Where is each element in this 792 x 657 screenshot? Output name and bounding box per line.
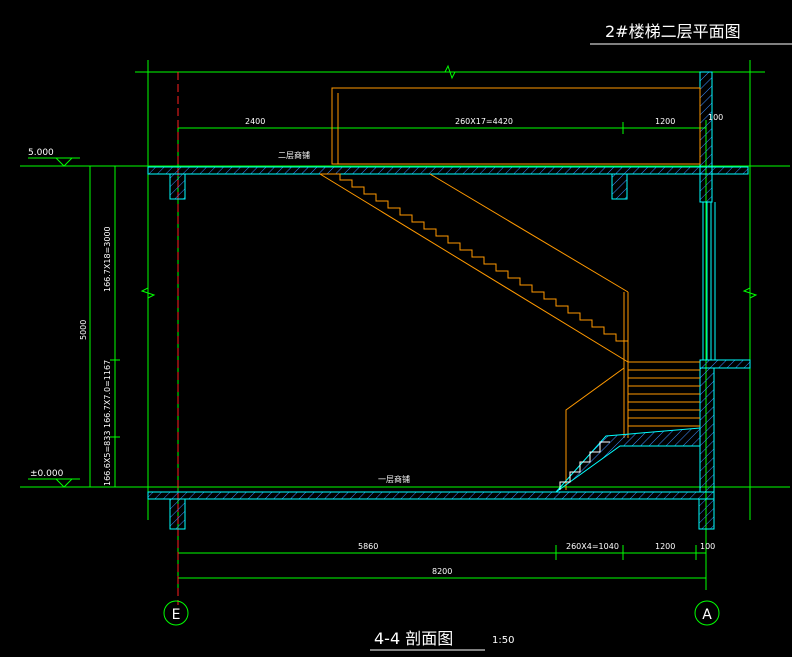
dim-top-wall: 100 <box>708 113 723 122</box>
dim-vertical-lower: 166.6X5=833 <box>103 431 112 486</box>
window-lines <box>702 202 716 360</box>
first-floor-label: 一层商铺 <box>378 474 410 484</box>
lower-stair-slab <box>555 427 701 493</box>
header-title: 2#楼梯二层平面图 <box>605 22 741 41</box>
dim-bottom-right: 1200 <box>655 542 675 551</box>
lower-steps <box>559 441 610 490</box>
dim-top-left: 2400 <box>245 117 265 126</box>
level-marker-ground: ±0.000 <box>28 469 80 488</box>
svg-text:E: E <box>172 607 181 623</box>
dim-vertical-total: 5000 <box>79 320 88 340</box>
beam-left-ground <box>169 498 186 530</box>
svg-text:A: A <box>702 607 712 623</box>
stair-flight-lower <box>565 367 625 490</box>
break-marks <box>140 64 758 299</box>
dim-vertical-mid: 166.7X7.0=1167 <box>103 360 112 428</box>
scale-label: 1:50 <box>492 635 514 646</box>
ground-slab <box>147 491 715 500</box>
extension-lines <box>20 60 790 590</box>
second-floor-label: 二层商铺 <box>278 150 310 160</box>
axis-bubble-a: A <box>694 600 720 626</box>
dim-vertical-upper: 166.7X18=3000 <box>103 226 112 292</box>
dim-top-right: 1200 <box>655 117 675 126</box>
section-title: 4-4 剖面图 <box>374 629 453 648</box>
dim-top-mid: 260X17=4420 <box>455 117 513 126</box>
upper-slab <box>147 166 749 175</box>
landing-slab-right <box>699 359 751 369</box>
dim-bottom-left: 5860 <box>358 542 378 551</box>
right-wall-lower <box>699 367 715 493</box>
stair-flight-upper <box>319 173 629 438</box>
level-marker-upper: 5.000 <box>28 148 80 167</box>
axis-bubble-e: E <box>163 600 189 626</box>
landing-treads <box>628 361 700 427</box>
beam-right-upper <box>611 173 628 200</box>
svg-text:5.000: 5.000 <box>28 148 54 158</box>
beam-left-upper <box>169 173 186 200</box>
dim-bottom-total: 8200 <box>432 567 452 576</box>
upper-railing <box>331 87 701 165</box>
dim-bottom-wall: 100 <box>700 542 715 551</box>
right-wall-upper <box>699 71 713 203</box>
dim-bottom-mid: 260X4=1040 <box>566 542 619 551</box>
svg-text:±0.000: ±0.000 <box>30 469 64 479</box>
beam-right-ground <box>698 498 715 530</box>
